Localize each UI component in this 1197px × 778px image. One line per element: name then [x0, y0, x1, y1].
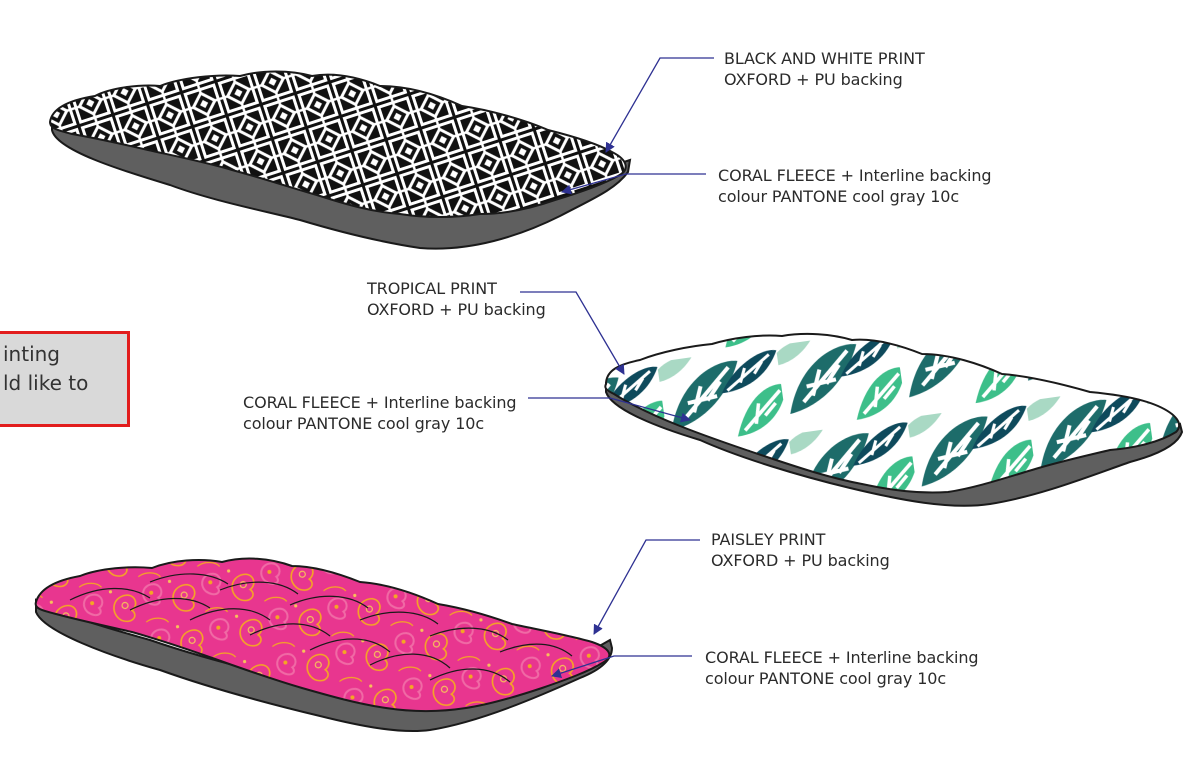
- label-bw-backing-line2: colour PANTONE cool gray 10c: [718, 186, 991, 207]
- label-tropical-print-line2: OXFORD + PU backing: [367, 299, 546, 320]
- cushion-paisley: [36, 559, 612, 732]
- label-paisley-print-line2: OXFORD + PU backing: [711, 550, 890, 571]
- label-bw-backing: CORAL FLEECE + Interline backing colour …: [718, 165, 991, 207]
- label-bw-backing-line1: CORAL FLEECE + Interline backing: [718, 165, 991, 186]
- note-line-2: ld like to: [3, 371, 88, 395]
- cushion-black-white-top: [50, 72, 626, 218]
- note-line-1: inting: [3, 342, 60, 366]
- cushion-black-white: [50, 72, 630, 249]
- label-tropical-backing: CORAL FLEECE + Interline backing colour …: [243, 392, 516, 434]
- cushion-tropical: [605, 334, 1182, 506]
- label-paisley-backing-line2: colour PANTONE cool gray 10c: [705, 668, 978, 689]
- label-paisley-print: PAISLEY PRINT OXFORD + PU backing: [711, 529, 890, 571]
- label-tropical-print-line1: TROPICAL PRINT: [367, 278, 546, 299]
- label-bw-print-line1: BLACK AND WHITE PRINT: [724, 48, 925, 69]
- leader-paisley-top: [594, 540, 700, 634]
- label-paisley-print-line1: PAISLEY PRINT: [711, 529, 890, 550]
- label-tropical-print: TROPICAL PRINT OXFORD + PU backing: [367, 278, 546, 320]
- label-bw-print-line2: OXFORD + PU backing: [724, 69, 925, 90]
- label-tropical-backing-line2: colour PANTONE cool gray 10c: [243, 413, 516, 434]
- leader-bw-top: [606, 58, 714, 152]
- label-tropical-backing-line1: CORAL FLEECE + Interline backing: [243, 392, 516, 413]
- label-paisley-backing-line1: CORAL FLEECE + Interline backing: [705, 647, 978, 668]
- label-paisley-backing: CORAL FLEECE + Interline backing colour …: [705, 647, 978, 689]
- note-box: inting ld like to: [0, 331, 130, 427]
- label-bw-print: BLACK AND WHITE PRINT OXFORD + PU backin…: [724, 48, 925, 90]
